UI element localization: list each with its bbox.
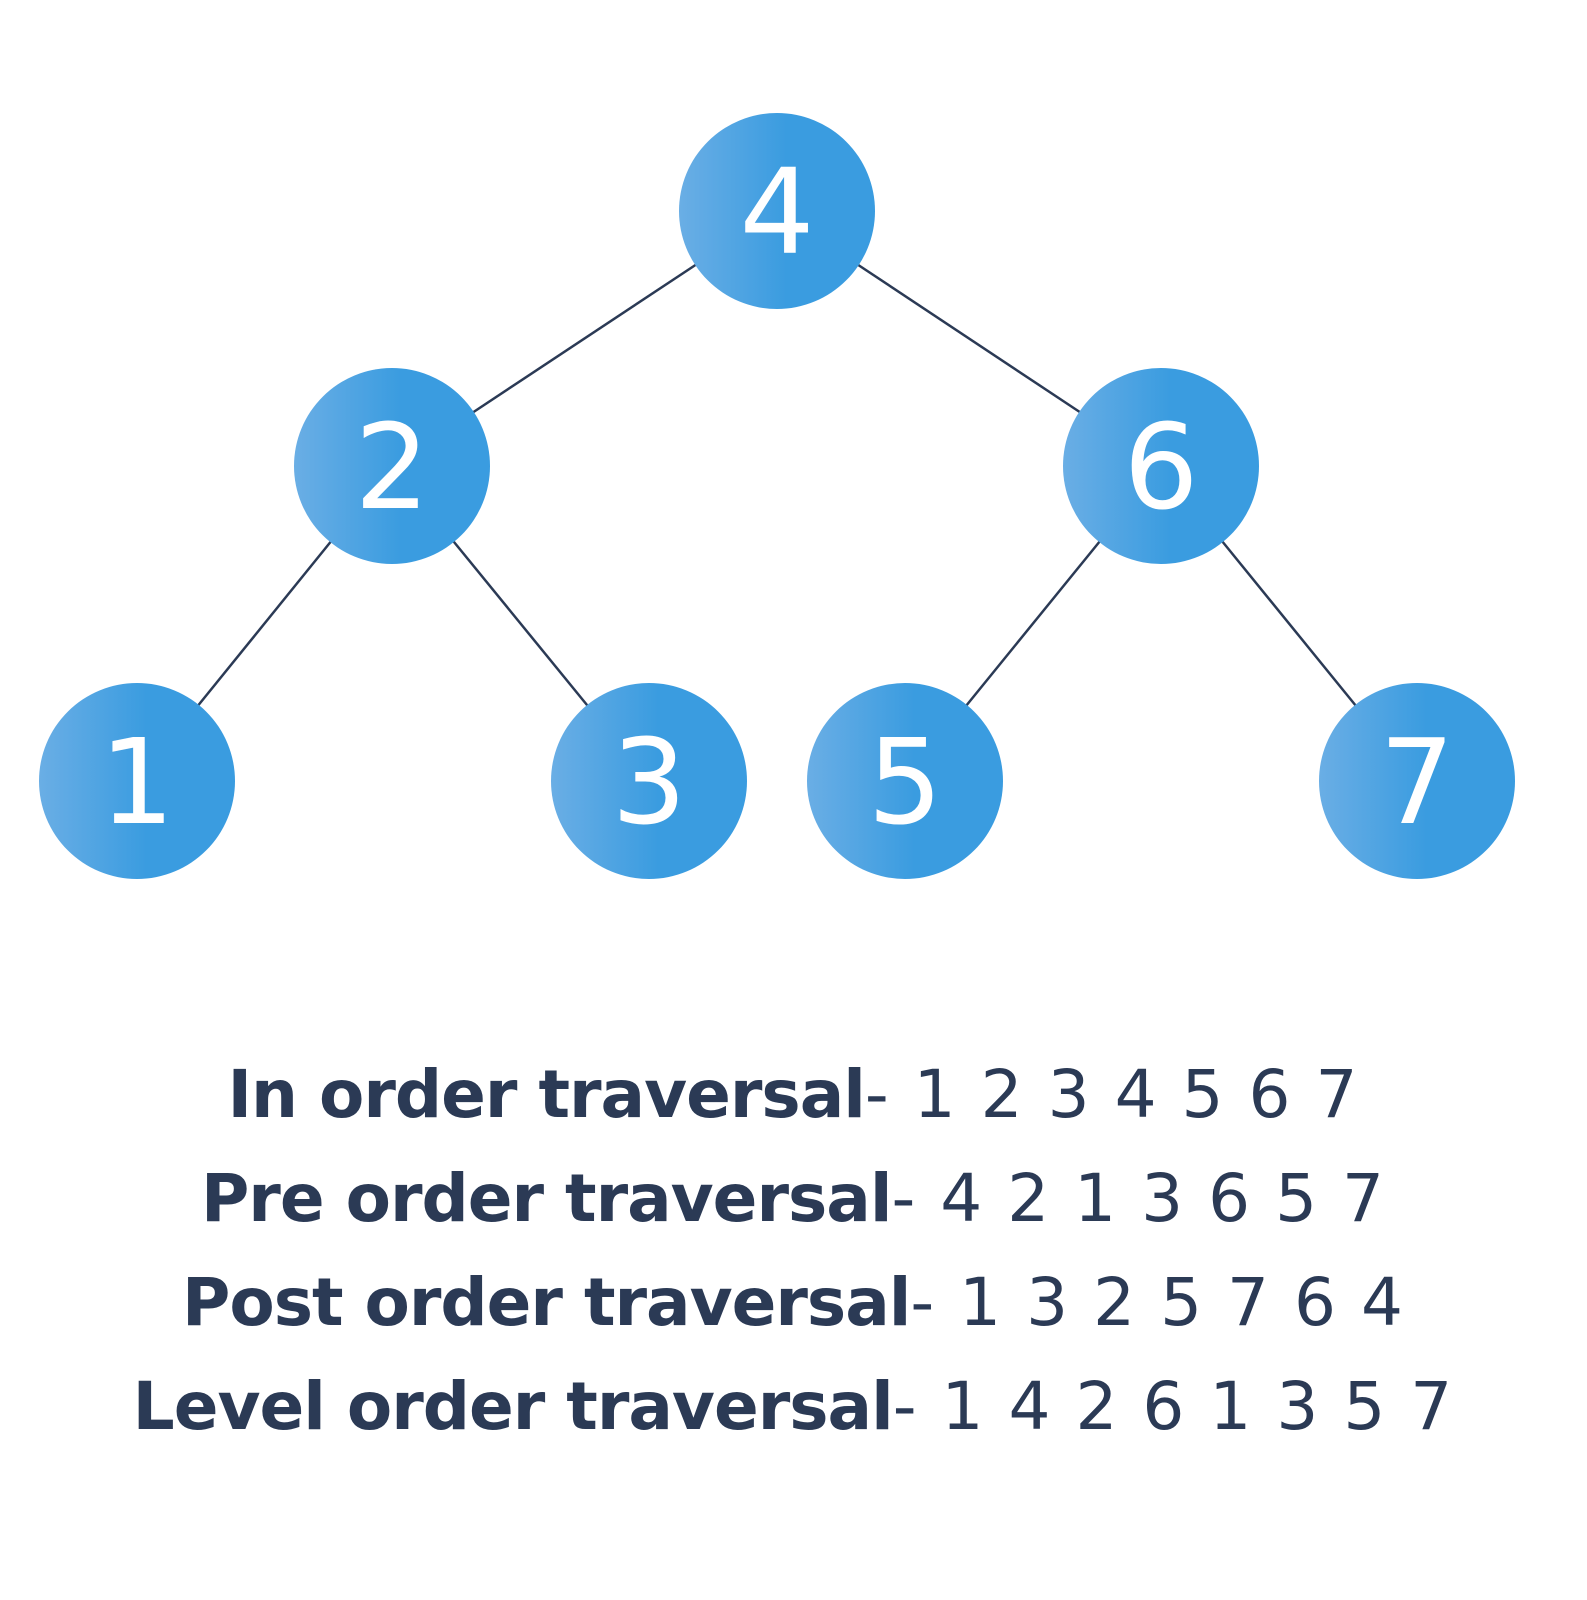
node-circle [1319, 683, 1515, 879]
tree-node-1: 1 [39, 683, 235, 879]
pre-order-sequence: - 4 2 1 3 6 5 7 [891, 1160, 1387, 1237]
pre-order-traversal: Pre order traversal- 4 2 1 3 6 5 7 [0, 1147, 1587, 1251]
post-order-traversal: Post order traversal- 1 3 2 5 7 6 4 [0, 1251, 1587, 1355]
level-order-label: Level order traversal [132, 1368, 894, 1445]
node-label: 6 [1123, 398, 1198, 536]
edge-2-1 [196, 539, 333, 708]
tree-node-2: 2 [294, 368, 490, 564]
level-order-sequence: - 1 4 2 6 1 3 5 7 [892, 1368, 1455, 1445]
nodes-layer: 4 2 6 1 3 5 7 [39, 113, 1515, 879]
tree-node-6: 6 [1063, 368, 1259, 564]
edge-4-6 [856, 263, 1082, 414]
node-label: 2 [354, 398, 429, 536]
edge-6-5 [964, 539, 1102, 708]
node-circle [39, 683, 235, 879]
node-circle [551, 683, 747, 879]
node-circle [1063, 368, 1259, 564]
level-order-traversal: Level order traversal- 1 4 2 6 1 3 5 7 [0, 1355, 1587, 1459]
edges-layer [196, 262, 1358, 708]
tree-node-7: 7 [1319, 683, 1515, 879]
edge-4-2 [471, 262, 698, 415]
in-order-sequence: - 1 2 3 4 5 6 7 [864, 1056, 1360, 1133]
node-label: 4 [739, 143, 814, 281]
binary-tree-diagram: 4 2 6 1 3 5 7 [39, 113, 1515, 879]
node-circle [807, 683, 1003, 879]
edge-2-3 [451, 539, 590, 708]
tree-node-5: 5 [807, 683, 1003, 879]
node-label: 7 [1379, 713, 1454, 851]
traversal-list: In order traversal- 1 2 3 4 5 6 7 Pre or… [0, 1043, 1587, 1459]
in-order-label: In order traversal [227, 1056, 866, 1133]
tree-node-3: 3 [551, 683, 747, 879]
node-circle [294, 368, 490, 564]
pre-order-label: Pre order traversal [200, 1160, 892, 1237]
node-label: 5 [867, 713, 942, 851]
post-order-sequence: - 1 3 2 5 7 6 4 [910, 1264, 1405, 1341]
node-circle [679, 113, 875, 309]
post-order-label: Post order traversal [182, 1264, 911, 1341]
edge-6-7 [1220, 539, 1358, 708]
tree-node-4: 4 [679, 113, 875, 309]
node-label: 1 [99, 713, 174, 851]
in-order-traversal: In order traversal- 1 2 3 4 5 6 7 [0, 1043, 1587, 1147]
node-label: 3 [611, 713, 686, 851]
